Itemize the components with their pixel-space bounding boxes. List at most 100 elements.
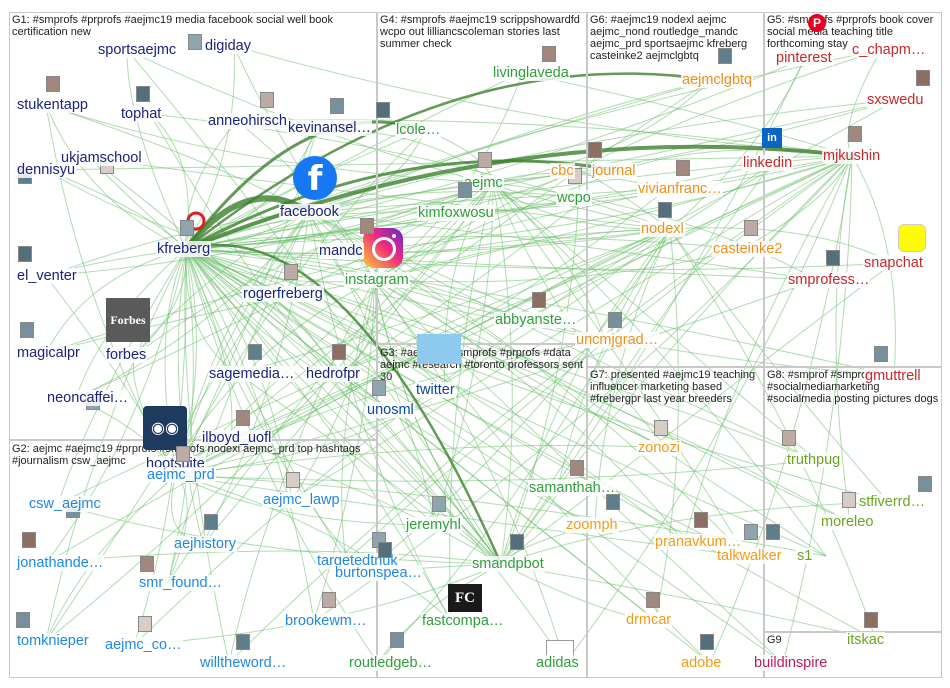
adobe-avatar[interactable] — [700, 634, 714, 650]
group-header-g6: G6: #aejmc19 nodexl aejmc aejmc_nond rou… — [590, 14, 748, 62]
group-header-g3: G3: #aejmc19 #smprofs #prprofs #data aej… — [380, 347, 583, 383]
samanthah-avatar[interactable] — [570, 460, 584, 476]
sxswedu-avatar[interactable] — [916, 70, 930, 86]
kfreberg-avatar[interactable] — [180, 220, 194, 236]
edge — [175, 459, 817, 482]
digiday-avatar[interactable] — [188, 34, 202, 50]
pranavkum-avatar[interactable] — [694, 512, 708, 528]
zonozi-avatar[interactable] — [654, 420, 668, 436]
node-label: talkwalker — [716, 548, 783, 564]
node-label: smr_found… — [138, 575, 224, 591]
node-label: mjkushin — [822, 148, 882, 164]
lcole-avatar[interactable] — [376, 102, 390, 118]
node-label: el_venter — [16, 268, 78, 284]
edge — [373, 279, 685, 543]
node-label: samanthah… — [528, 480, 617, 496]
talkwalker-avatar[interactable] — [744, 524, 758, 540]
node-label: snapchat — [863, 255, 924, 271]
node-label: c_chapm… — [851, 42, 927, 58]
stukentapp-avatar[interactable] — [46, 76, 60, 92]
tomknieper-avatar[interactable] — [16, 612, 30, 628]
snapchat-logo-icon[interactable] — [898, 224, 926, 252]
itskac-avatar[interactable] — [864, 612, 878, 628]
uncmjgrad-avatar[interactable] — [608, 312, 622, 328]
hootsuite-logo-icon[interactable]: ◉◉ — [143, 406, 187, 450]
livinglaveda-avatar[interactable] — [542, 46, 556, 62]
casteinke2-avatar[interactable] — [744, 220, 758, 236]
edge — [373, 279, 502, 565]
edge — [45, 104, 187, 250]
s1-avatar[interactable] — [766, 524, 780, 540]
rogerfreberg-avatar[interactable] — [284, 264, 298, 280]
smprofess-avatar[interactable] — [826, 250, 840, 266]
edge — [341, 279, 375, 562]
edge — [237, 228, 671, 375]
node-label: digiday — [204, 38, 252, 54]
magicalpr-avatar[interactable] — [20, 322, 34, 338]
anneohirsch-avatar[interactable] — [260, 92, 274, 108]
edge — [709, 155, 853, 664]
group-header-g9: G9 — [767, 634, 782, 646]
moreleo-avatar[interactable] — [842, 492, 856, 508]
aejhistory-avatar[interactable] — [204, 514, 218, 530]
edge — [500, 501, 889, 565]
node-label: anneohirsch — [207, 113, 288, 129]
linkedin-logo-icon[interactable]: in — [762, 128, 782, 148]
edge — [500, 228, 671, 565]
willtheword-avatar[interactable] — [236, 634, 250, 650]
node-label: kimfoxwosu — [417, 205, 495, 221]
edge — [669, 57, 806, 230]
drmcar-avatar[interactable] — [646, 592, 660, 608]
edge — [654, 228, 679, 621]
smr_found-avatar[interactable] — [140, 556, 154, 572]
edge — [45, 211, 310, 642]
edge — [57, 503, 502, 565]
smandpbot-avatar[interactable] — [510, 534, 524, 550]
zoomph-avatar[interactable] — [606, 494, 620, 510]
aejmc-avatar[interactable] — [478, 152, 492, 168]
edge — [185, 248, 233, 439]
facebook-logo-icon[interactable]: f — [293, 156, 337, 200]
el_venter-avatar[interactable] — [18, 246, 32, 262]
group-box-g8 — [764, 367, 942, 632]
aejmc_prd-avatar[interactable] — [176, 446, 190, 462]
aejmc_co-avatar[interactable] — [138, 616, 152, 632]
node-label: facebook — [279, 204, 340, 220]
burtonspea-avatar[interactable] — [378, 542, 392, 558]
hedrofpr-avatar[interactable] — [332, 344, 346, 360]
cbc-avatar[interactable] — [588, 142, 602, 158]
edge — [835, 155, 853, 523]
unosml-avatar[interactable] — [372, 380, 386, 396]
jeremyhl-avatar[interactable] — [432, 496, 446, 512]
stfiverrd-avatar[interactable] — [918, 476, 932, 492]
forbes-logo-icon[interactable]: Forbes — [106, 298, 150, 342]
edge — [500, 155, 853, 565]
edge — [175, 474, 452, 622]
ilboyd_uofl-avatar[interactable] — [236, 410, 250, 426]
mandc-avatar[interactable] — [360, 218, 374, 234]
nodexl-avatar[interactable] — [658, 202, 672, 218]
pinterest-logo-icon[interactable]: P — [808, 14, 826, 32]
node-label: vivianfranc… — [637, 181, 723, 197]
group-box-g4 — [377, 12, 587, 344]
fast-company-logo-icon[interactable]: FC — [448, 584, 482, 612]
vivianfranc-avatar[interactable] — [676, 160, 690, 176]
kevinansel-avatar[interactable] — [330, 98, 344, 114]
gmuttrell-avatar[interactable] — [874, 346, 888, 362]
aejmclgbtq-avatar[interactable] — [718, 48, 732, 64]
abbyanste-avatar[interactable] — [532, 292, 546, 308]
kimfoxwosu-avatar[interactable] — [458, 182, 472, 198]
brookewm-avatar[interactable] — [322, 592, 336, 608]
twitter-logo-icon[interactable] — [417, 334, 461, 364]
mjkushin-avatar[interactable] — [848, 126, 862, 142]
edge — [185, 57, 806, 250]
routledgeb-avatar[interactable] — [390, 632, 404, 648]
edge — [492, 182, 817, 461]
truthpug-avatar[interactable] — [782, 430, 796, 446]
jonathande-avatar[interactable] — [22, 532, 36, 548]
sagemedia-avatar[interactable] — [248, 344, 262, 360]
aejmc_lawp-avatar[interactable] — [286, 472, 300, 488]
edge — [175, 474, 436, 526]
tophat-avatar[interactable] — [136, 86, 150, 102]
instagram-logo-icon[interactable] — [363, 228, 403, 268]
